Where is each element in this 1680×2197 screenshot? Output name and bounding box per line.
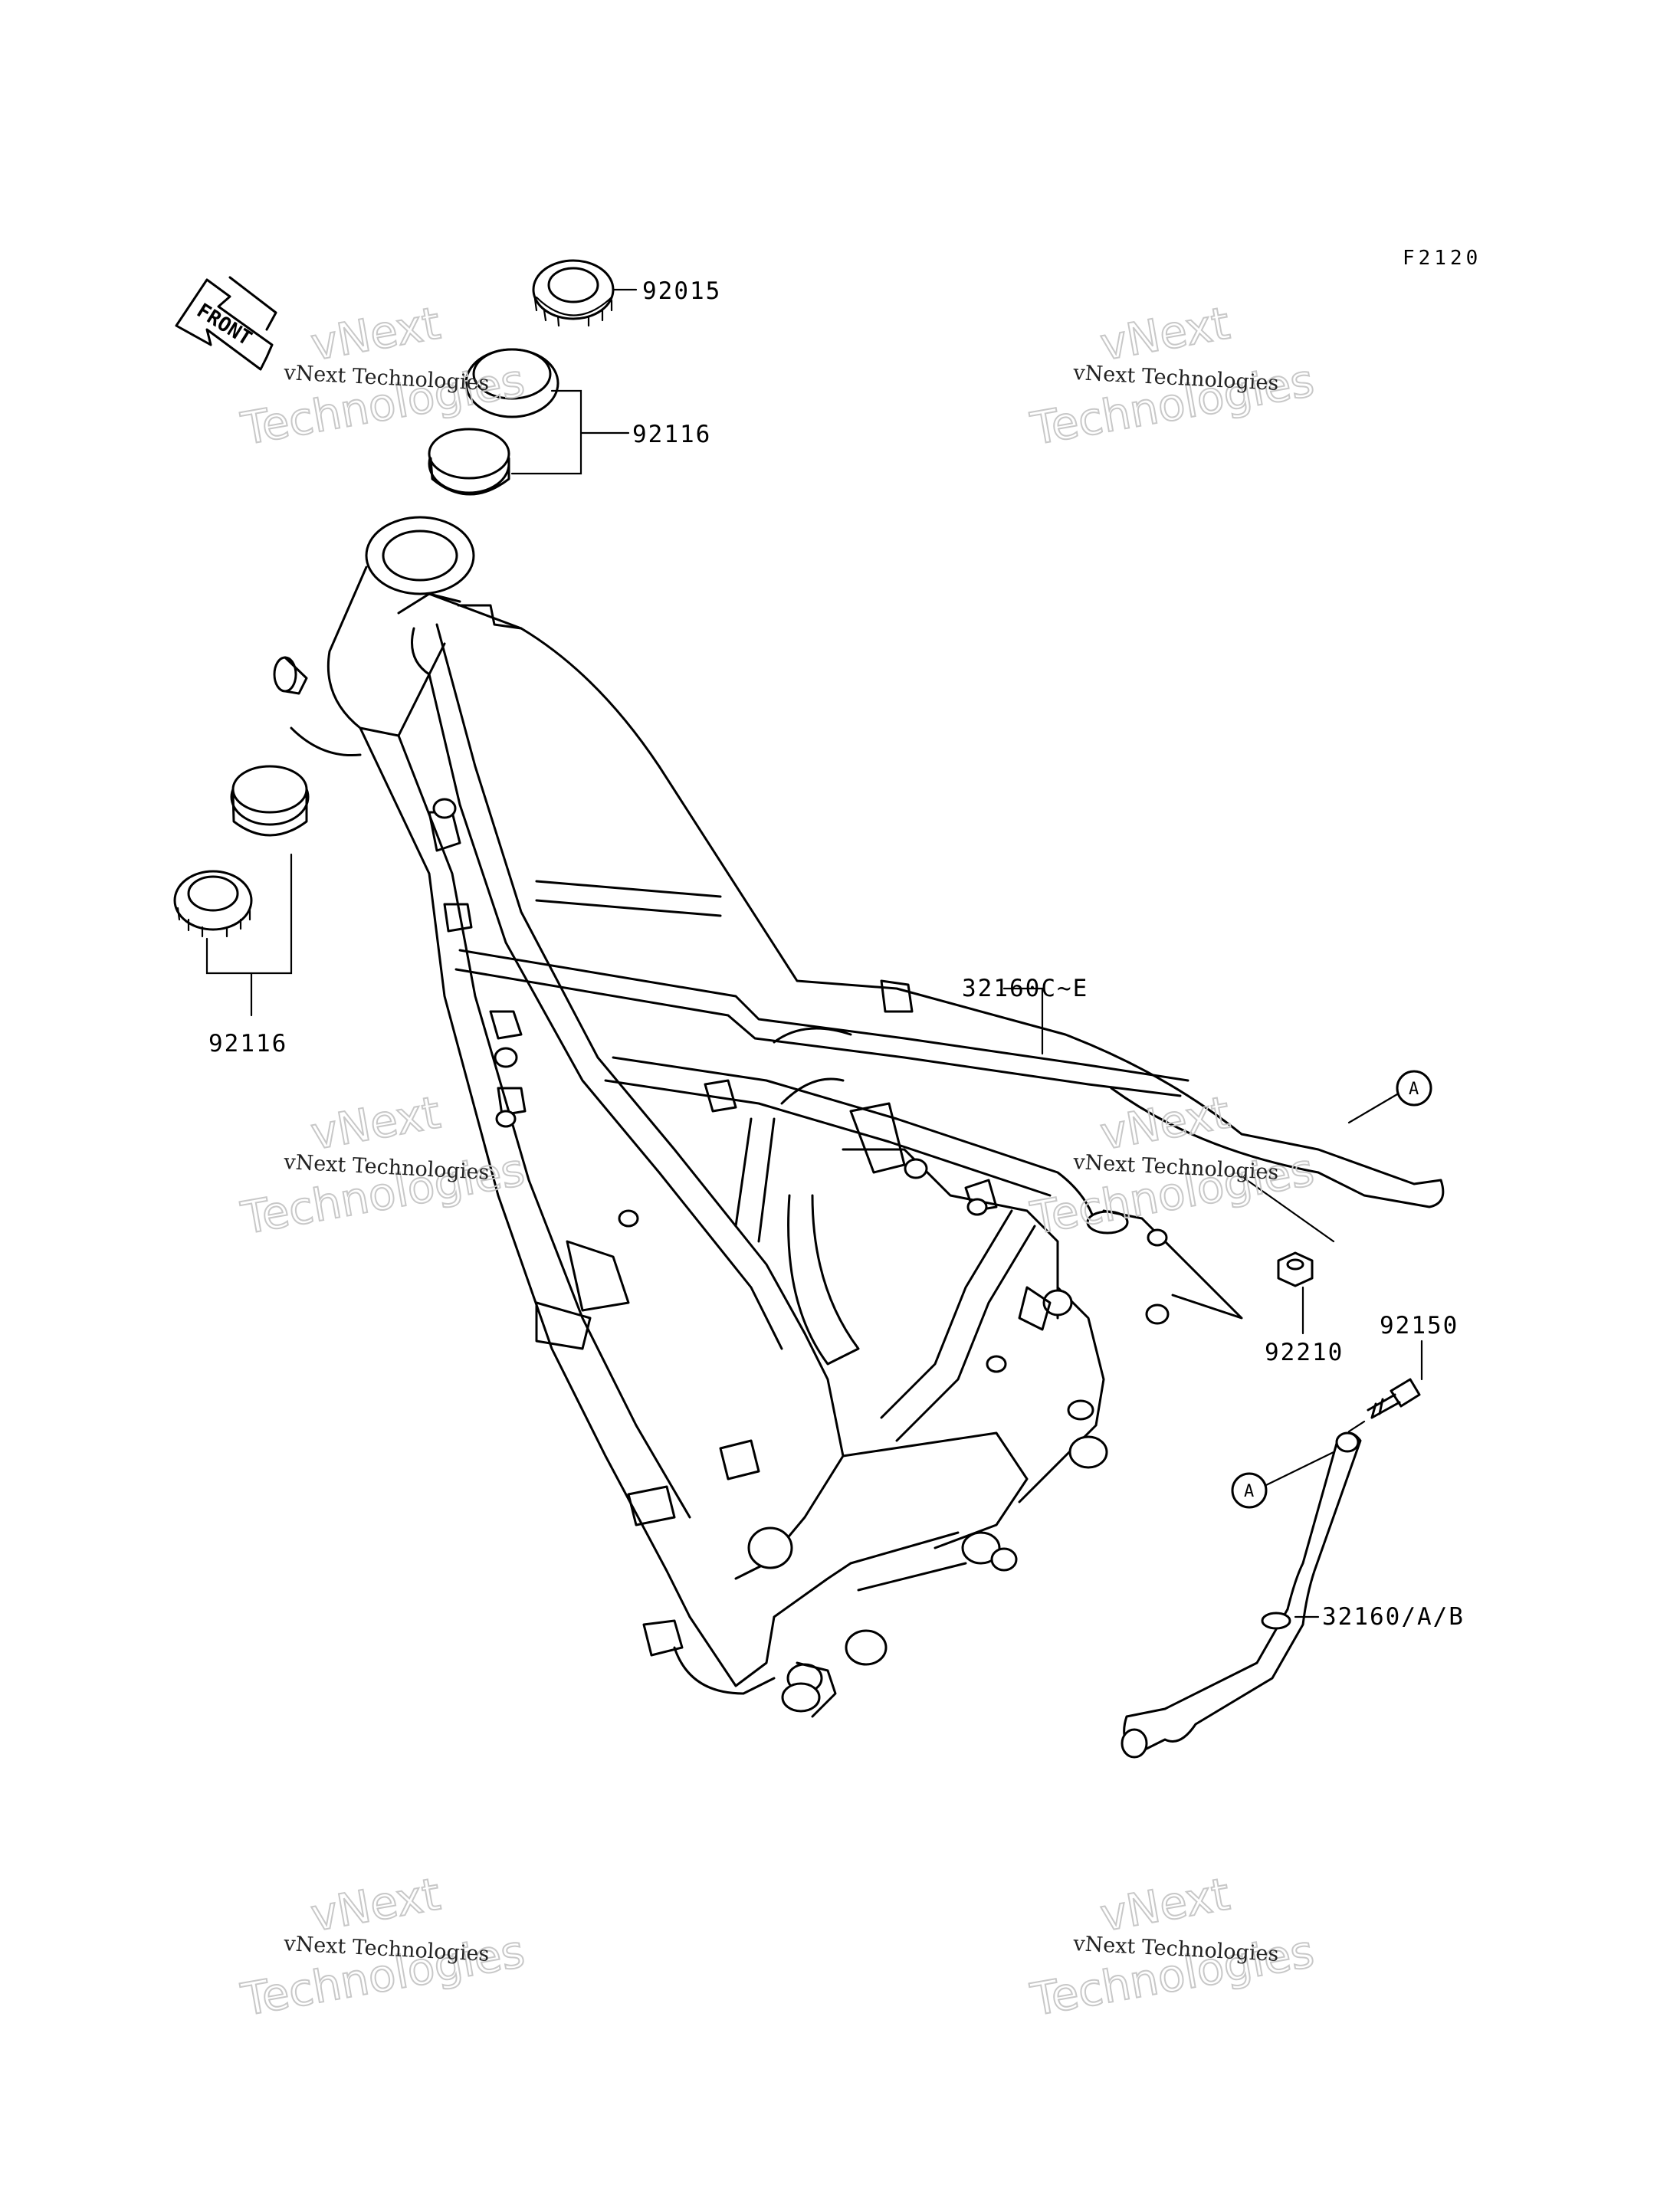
svg-text:vNext: vNext [1097,1086,1234,1159]
watermark-mid-right: vNext Technologies vNext Technologies [1026,1085,1319,1245]
leader-92116-bottom [205,853,293,1017]
part-32160-A-B-stay [1121,1431,1362,1759]
svg-text:vNext: vNext [1097,297,1234,370]
part-92015-nut [532,259,615,327]
leader-92150 [1347,1340,1423,1433]
watermark-top-right: vNext Technologies vNext Technologies [1026,296,1319,456]
label-92116-top: 92116 [632,421,711,448]
label-32160C-E: 32160C~E [962,975,1088,1002]
label-92015: 92015 [642,277,721,305]
callout-a-upper-letter: A [1409,1080,1419,1099]
leader-92116-top [510,389,630,475]
leader-92210 [1240,1175,1335,1335]
callout-a-lower-letter: A [1244,1482,1254,1501]
label-92210: 92210 [1265,1339,1344,1366]
label-92116-bottom: 92116 [208,1030,287,1058]
part-92116-bottom-bearings [173,765,310,938]
leader-32160C-E [1002,987,1044,1055]
svg-text:vNext: vNext [307,1086,445,1159]
diagram-code: F2120 [1403,247,1481,270]
watermark-bottom-left: vNext Technologies vNext Technologies [237,1867,530,2027]
part-92210-nut [1277,1251,1314,1287]
svg-text:vNext: vNext [307,1867,445,1941]
label-32160-A-B: 32160/A/B [1322,1603,1465,1631]
main-frame [273,516,1445,1718]
callout-a-upper: A [1347,1070,1432,1124]
label-92150: 92150 [1380,1312,1459,1340]
part-92116-top-bearings [428,348,559,496]
watermark-bottom-right: vNext Technologies vNext Technologies [1026,1867,1319,2027]
svg-text:vNext: vNext [1097,1867,1234,1941]
front-arrow-icon: FRONT [175,276,277,371]
watermark-mid-left: vNext Technologies vNext Technologies [237,1085,530,1245]
part-92150-bolt [1367,1378,1421,1419]
svg-text:vNext: vNext [307,297,445,370]
callout-a-lower: A [1231,1451,1335,1509]
